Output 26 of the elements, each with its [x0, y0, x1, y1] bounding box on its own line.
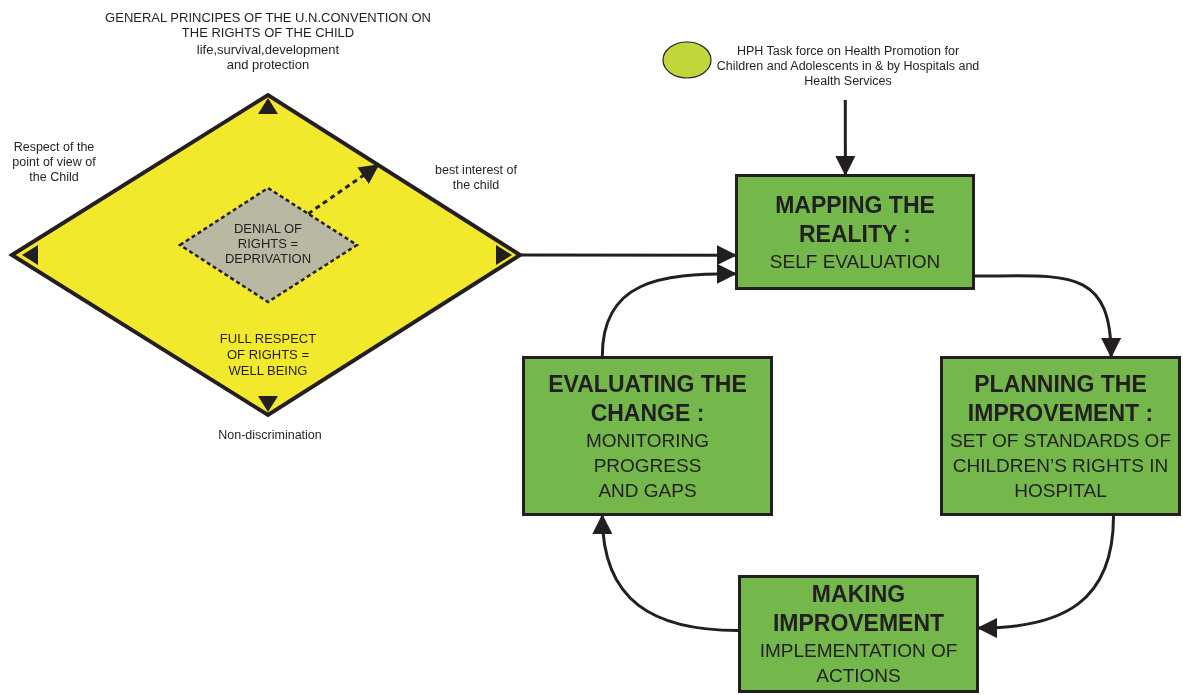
process-box	[522, 356, 773, 516]
process-box	[735, 174, 975, 290]
arrow	[835, 100, 856, 176]
dashed-arrow	[307, 164, 380, 215]
arrow	[600, 263, 737, 357]
corner-label: Non-discrimination	[217, 428, 323, 443]
principles-text: life,survival,development and protection	[195, 42, 341, 72]
box-text: IMPLEMENTATION OF ACTIONS	[758, 639, 959, 688]
arrow	[593, 514, 739, 632]
task-force-text: HPH Task force on Health Promotion for Children and Adolescents in & by Hospitals and Health Services	[715, 44, 981, 89]
process-box	[940, 356, 1181, 516]
box-heading: EVALUATING THE CHANGE :	[547, 369, 748, 428]
box-heading: MAKING IMPROVEMENT	[771, 580, 946, 638]
process-box	[738, 575, 979, 693]
box-text: SELF EVALUATION	[769, 249, 941, 274]
arrow	[977, 515, 1115, 638]
diamond-text: DENIAL OF RIGHTS = DEPRIVATION	[223, 221, 313, 266]
arrow	[520, 245, 737, 266]
corner-label: Respect of the point of view of the Child	[11, 140, 97, 185]
box-text: MONITORING PROGRESS AND GAPS	[584, 428, 711, 503]
arrow	[975, 274, 1121, 358]
box-heading: PLANNING THE IMPROVEMENT :	[966, 369, 1155, 428]
corner-label: best interest of the child	[434, 163, 518, 193]
box-text: SET OF STANDARDS OF CHILDREN’S RIGHTS IN HOSPITAL	[949, 428, 1172, 503]
box-heading: MAPPING THE REALITY :	[774, 190, 936, 249]
diamond-text: FULL RESPECT OF RIGHTS = WELL BEING	[218, 331, 318, 379]
